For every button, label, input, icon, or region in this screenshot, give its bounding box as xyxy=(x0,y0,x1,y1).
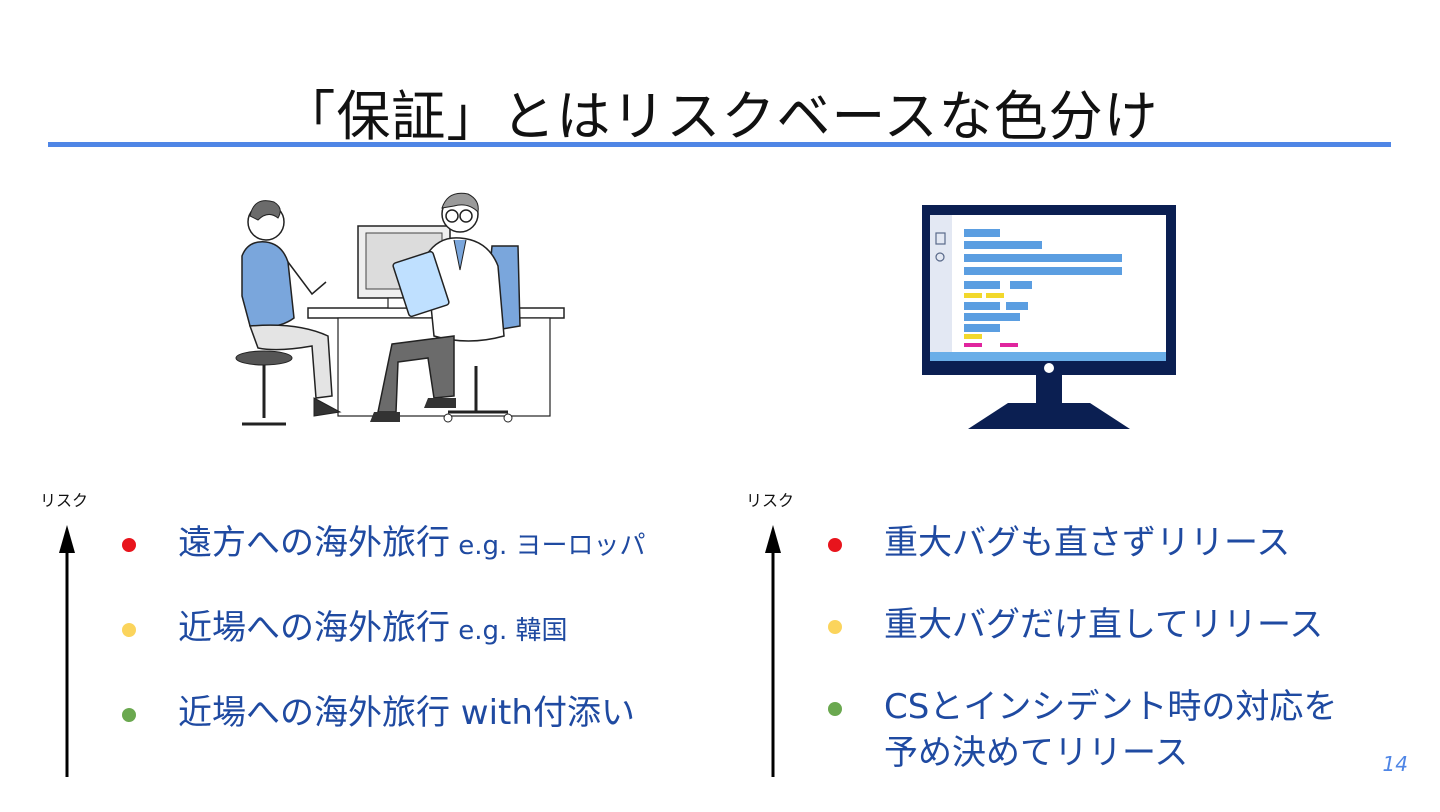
risk-medium-dot xyxy=(828,620,842,634)
left-risk-arrow-icon xyxy=(59,525,75,777)
page-number: 14 xyxy=(1382,752,1408,776)
code-monitor-icon xyxy=(922,205,1176,429)
risk-medium-dot xyxy=(122,623,136,637)
right-axis-label: リスク xyxy=(746,491,795,510)
list-item: 重大バグだけ直してリリース xyxy=(828,602,1337,648)
right-risk-list: 重大バグも直さずリリース 重大バグだけ直してリリース CSとインシデント時の対応… xyxy=(828,520,1337,812)
list-item: CSとインシデント時の対応を 予め決めてリリース xyxy=(828,684,1337,776)
list-item: 遠方への海外旅行 e.g. ヨーロッパ xyxy=(122,520,646,569)
title-underline xyxy=(48,142,1391,147)
risk-low-dot xyxy=(828,702,842,716)
slide-title: 「保証」とはリスクベースな色分け xyxy=(281,85,1159,148)
risk-high-dot xyxy=(828,538,842,552)
list-item: 重大バグも直さずリリース xyxy=(828,520,1337,566)
left-axis-label: リスク xyxy=(40,491,89,510)
list-item: 近場への海外旅行 e.g. 韓国 xyxy=(122,605,646,654)
list-item: 近場への海外旅行 with付添い xyxy=(122,690,646,736)
left-risk-list: 遠方への海外旅行 e.g. ヨーロッパ 近場への海外旅行 e.g. 韓国 近場へ… xyxy=(122,520,646,772)
risk-high-dot xyxy=(122,538,136,552)
doctor-consultation-icon xyxy=(235,192,565,426)
risk-low-dot xyxy=(122,708,136,722)
right-risk-arrow-icon xyxy=(765,525,781,777)
